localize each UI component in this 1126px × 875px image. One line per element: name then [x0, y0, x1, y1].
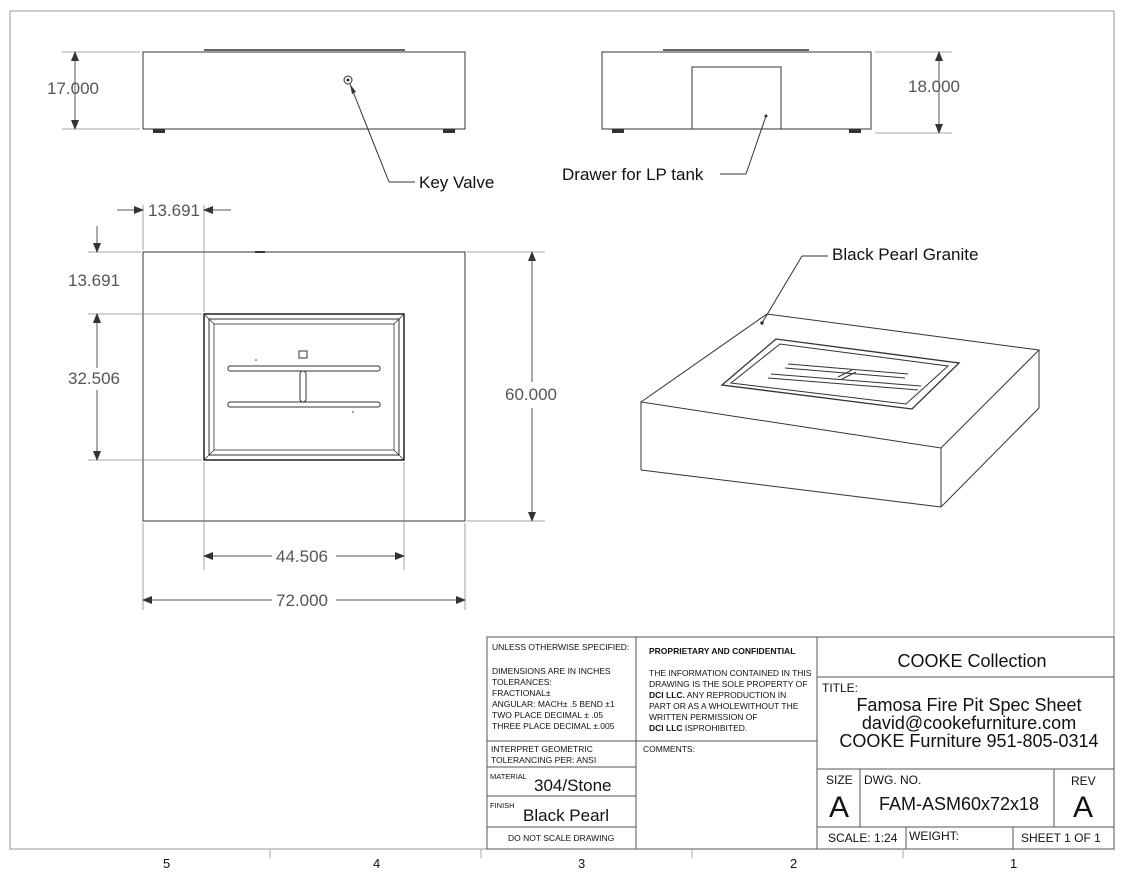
title-label: TITLE: [822, 681, 858, 695]
proprietary-line6: DCI LLC ISPROHIBITED. [649, 723, 747, 733]
title-line1: Famosa Fire Pit Spec Sheet [856, 695, 1081, 715]
material-label: MATERIAL [490, 772, 527, 781]
comments-label: COMMENTS: [643, 744, 695, 754]
zone-label-1: 1 [1010, 856, 1017, 871]
key-valve-callout: Key Valve [419, 173, 494, 192]
zone-label-2: 2 [790, 856, 797, 871]
top-overall-height-dim: 60.000 [505, 385, 557, 404]
side-height-dim: 18.000 [908, 77, 960, 96]
zone-label-5: 5 [163, 856, 170, 871]
dwg-no-label: DWG. NO. [864, 773, 921, 787]
two-place-tolerance: TWO PLACE DECIMAL ± .05 [492, 710, 603, 720]
finish-value: Black Pearl [523, 806, 609, 825]
zone-label-4: 4 [373, 856, 380, 871]
granite-callout: Black Pearl Granite [832, 245, 978, 264]
isometric-view [639, 255, 1041, 508]
interpret-geometric-line1: INTERPRET GEOMETRIC [491, 744, 593, 754]
proprietary-line5: WRITTEN PERMISSION OF [649, 712, 758, 722]
three-place-tolerance: THREE PLACE DECIMAL ±.005 [492, 721, 615, 731]
drawer-door [691, 66, 782, 130]
title-block [486, 636, 1115, 850]
top-burner-width-dim: 44.506 [276, 547, 328, 566]
company-name: COOKE Collection [897, 651, 1046, 671]
proprietary-line3: DCI LLC. ANY REPRODUCTION IN [649, 690, 786, 700]
material-value: 304/Stone [534, 776, 612, 795]
size-label: SIZE [826, 773, 853, 787]
interpret-geometric-line2: TOLERANCING PER: ANSI [491, 755, 596, 765]
size-value: A [829, 791, 849, 824]
zone-ticks [269, 849, 904, 858]
key-valve-icon [343, 75, 353, 85]
title-line2: david@cookefurniture.com [862, 713, 1076, 733]
weight-label: WEIGHT: [909, 829, 959, 843]
unless-specified-label: UNLESS OTHERWISE SPECIFIED: [492, 642, 629, 652]
top-offset-y-dim: 13.691 [68, 271, 120, 290]
front-height-dim: 17.000 [47, 79, 99, 98]
fractional-tolerance: FRACTIONAL± [492, 688, 551, 698]
side-view: 18.000 Drawer for LP tank [562, 49, 960, 184]
tolerances-label: TOLERANCES: [492, 677, 552, 687]
top-overall-width-dim: 72.000 [276, 591, 328, 610]
proprietary-line1: THE INFORMATION CONTAINED IN THIS [649, 668, 812, 678]
scale-label: SCALE: 1:24 [828, 831, 898, 845]
proprietary-line4: PART OR AS A WHOLEWITHOUT THE [649, 701, 799, 711]
drawer-callout: Drawer for LP tank [562, 165, 704, 184]
dims-in-inches-note: DIMENSIONS ARE IN INCHES [492, 666, 611, 676]
proprietary-line2: DRAWING IS THE SOLE PROPERTY OF [649, 679, 807, 689]
front-view: 17.000 Key Valve [47, 49, 494, 192]
title-line3: COOKE Furniture 951-805-0314 [839, 731, 1098, 751]
zone-label-3: 3 [578, 856, 585, 871]
sheet-label: SHEET 1 OF 1 [1021, 831, 1101, 845]
top-view: 13.691 13.691 32.506 60.000 44.506 72.00… [68, 201, 557, 610]
rev-value: A [1073, 791, 1093, 824]
do-not-scale-note: DO NOT SCALE DRAWING [508, 833, 614, 843]
top-burner-height-dim: 32.506 [68, 369, 120, 388]
rev-label: REV [1071, 774, 1096, 788]
top-offset-x-dim: 13.691 [148, 201, 200, 220]
proprietary-title: PROPRIETARY AND CONFIDENTIAL [649, 646, 795, 656]
finish-label: FINISH [490, 801, 515, 810]
dwg-no-value: FAM-ASM60x72x18 [879, 794, 1039, 814]
angular-tolerance: ANGULAR: MACH± .5 BEND ±1 [492, 699, 615, 709]
